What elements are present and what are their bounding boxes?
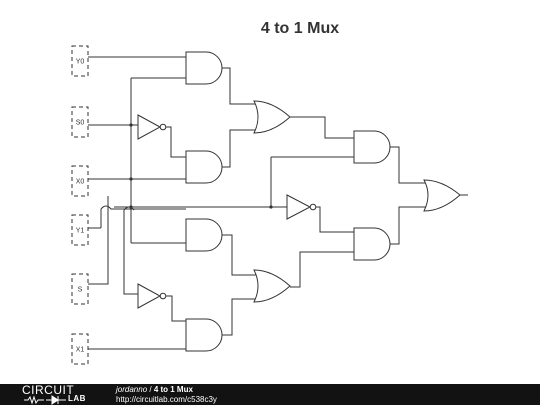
junction-x0: [129, 177, 133, 181]
and-gate-6[interactable]: [353, 227, 391, 261]
circuit-canvas[interactable]: Y0 S0 X0 Y1 S X1: [0, 0, 540, 384]
junctions: [129, 123, 273, 209]
wire-and4-or2: [222, 298, 256, 336]
footer-bar: CIRCUIT LAB jordanno / 4 to 1 Mux http:/…: [0, 384, 540, 405]
or-gate-3[interactable]: [423, 179, 461, 212]
wires: [88, 56, 468, 350]
input-x0[interactable]: X0: [71, 165, 89, 197]
and-gate-3[interactable]: [185, 218, 223, 252]
and-gate-1[interactable]: [185, 51, 223, 85]
wire-not1-and2: [166, 126, 186, 158]
wire-s0-not2: [123, 210, 138, 295]
wire-or1-and5: [290, 116, 354, 139]
wire-and3-or2: [222, 234, 256, 276]
input-s-label: S: [78, 287, 83, 294]
input-y0-label: Y0: [76, 59, 85, 66]
resistor-diode-icon: [24, 395, 66, 405]
author-name[interactable]: jordanno: [116, 385, 148, 394]
junction-s: [269, 205, 273, 209]
input-s0-label: S0: [76, 120, 85, 127]
input-x1-label: X1: [76, 347, 85, 354]
logo-wordmark-bottom: LAB: [68, 394, 86, 403]
wire-s: [88, 196, 109, 285]
input-y0[interactable]: Y0: [71, 45, 89, 77]
circuitlab-logo[interactable]: CIRCUIT LAB: [22, 384, 94, 405]
wire-not3-and6: [316, 206, 354, 233]
input-y1[interactable]: Y1: [71, 214, 89, 246]
gates: [137, 51, 461, 352]
wire-not2-and4: [166, 295, 186, 322]
wire-and5-or3: [390, 146, 426, 184]
and-gate-2[interactable]: [185, 150, 223, 184]
input-x1[interactable]: X1: [71, 333, 89, 365]
input-s[interactable]: S: [71, 273, 89, 305]
wire-and6-or3: [390, 206, 426, 245]
circuit-url[interactable]: http://circuitlab.com/c538c3y: [116, 395, 217, 404]
input-x0-label: X0: [76, 179, 85, 186]
wire-and1-or1: [222, 67, 256, 105]
or-gate-2[interactable]: [253, 269, 291, 303]
not-gate-2[interactable]: [137, 283, 167, 309]
credit-separator: /: [147, 385, 154, 394]
junction-bus: [129, 205, 133, 209]
circuit-credit: jordanno / 4 to 1 Mux: [116, 385, 193, 394]
inputs: Y0 S0 X0 Y1 S X1: [71, 45, 89, 365]
not-gate-1[interactable]: [137, 114, 167, 140]
input-y1-label: Y1: [76, 228, 85, 235]
or-gate-1[interactable]: [253, 100, 291, 134]
junction-s0: [129, 123, 133, 127]
logo-wordmark-top: CIRCUIT: [22, 383, 75, 397]
and-gate-5[interactable]: [353, 130, 391, 164]
circuit-name[interactable]: 4 to 1 Mux: [153, 385, 193, 394]
diagram-title: 4 to 1 Mux: [260, 20, 340, 37]
wire-or2-and6: [290, 251, 354, 288]
input-s0[interactable]: S0: [71, 106, 89, 138]
and-gate-4[interactable]: [185, 318, 223, 352]
not-gate-3[interactable]: [286, 194, 317, 220]
wire-and2-or1: [222, 129, 256, 168]
wire-y1-and3: [100, 205, 186, 210]
wire-s0-jump: [123, 206, 135, 211]
